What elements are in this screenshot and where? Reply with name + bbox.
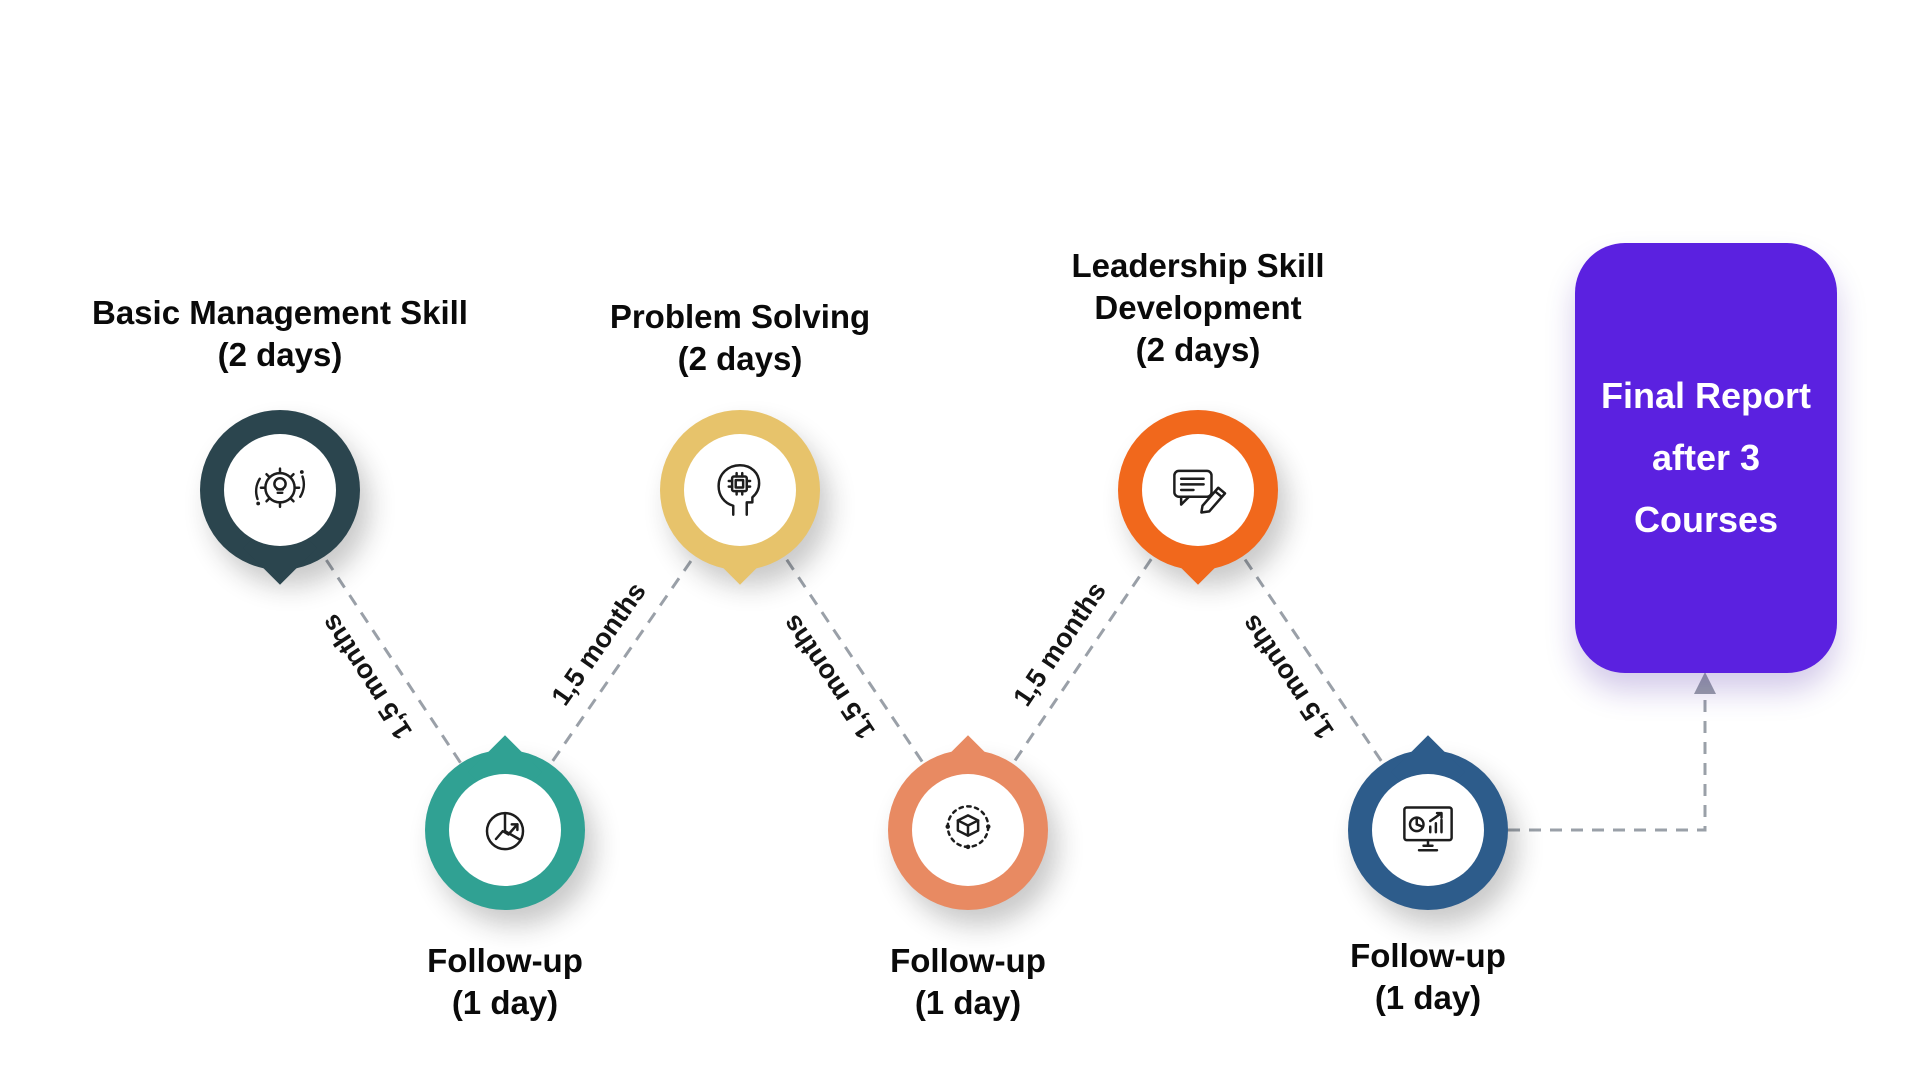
node-follow-up-1 [425, 735, 585, 910]
node-title-text: Problem Solving [609, 298, 871, 335]
dashboard-monitor-icon [1403, 806, 1453, 852]
node-inner-circle [1372, 774, 1484, 886]
label-basic-management-skill: Basic Management Skill (2 days) [20, 292, 540, 376]
chat-pencil-icon [1173, 469, 1227, 514]
node-inner-circle [912, 774, 1024, 886]
management-gear-icon [254, 467, 306, 509]
connector-label-4: 1,5 months [1007, 576, 1112, 711]
cubes-network-icon [945, 805, 991, 850]
node-problem-solving [660, 410, 820, 585]
connector-label-3: 1,5 months [776, 610, 881, 745]
node-inner-circle [1142, 434, 1254, 546]
head-chip-icon [717, 464, 761, 516]
node-basic-management-skill [200, 410, 360, 585]
node-duration-text: (2 days) [677, 340, 803, 378]
node-title-text: Follow-up [890, 942, 1046, 979]
label-problem-solving: Problem Solving (2 days) [480, 296, 1000, 380]
node-title-text: Basic Management Skill [92, 294, 468, 331]
label-follow-up-1: Follow-up (1 day) [305, 940, 705, 1024]
node-title-text: Follow-up [1350, 937, 1506, 974]
connector-label-2: 1,5 months [545, 577, 651, 711]
connector-label-5: 1,5 months [1235, 610, 1340, 745]
node-inner-circle [449, 774, 561, 886]
final-report-line-3: Courses [1633, 498, 1779, 540]
final-report-line-2: after 3 [1651, 437, 1761, 479]
node-duration-text: (1 day) [451, 984, 559, 1022]
final-report-card: Final Report after 3 Courses [1575, 243, 1837, 673]
node-duration-text: (2 days) [217, 336, 343, 374]
node-follow-up-2 [888, 735, 1048, 910]
label-leadership-skill-development: Leadership Skill Development (2 days) [1018, 245, 1378, 372]
node-follow-up-3 [1348, 735, 1508, 910]
node-title-text: Leadership Skill Development [1071, 247, 1325, 327]
node-leadership-skill-development [1118, 410, 1278, 585]
final-report-arrow-line [1508, 692, 1707, 832]
connector-label-1: 1,5 months [315, 609, 418, 745]
label-follow-up-2: Follow-up (1 day) [768, 940, 1168, 1024]
node-title-text: Follow-up [427, 942, 583, 979]
arrow-up-icon [1694, 672, 1716, 694]
node-duration-text: (2 days) [1135, 331, 1261, 369]
node-inner-circle [684, 434, 796, 546]
node-inner-circle [224, 434, 336, 546]
node-duration-text: (1 day) [914, 984, 1022, 1022]
node-duration-text: (1 day) [1374, 979, 1482, 1017]
pie-chart-growth-icon [485, 811, 525, 851]
label-follow-up-3: Follow-up (1 day) [1228, 935, 1628, 1019]
final-report-line-1: Final Report [1600, 375, 1811, 417]
